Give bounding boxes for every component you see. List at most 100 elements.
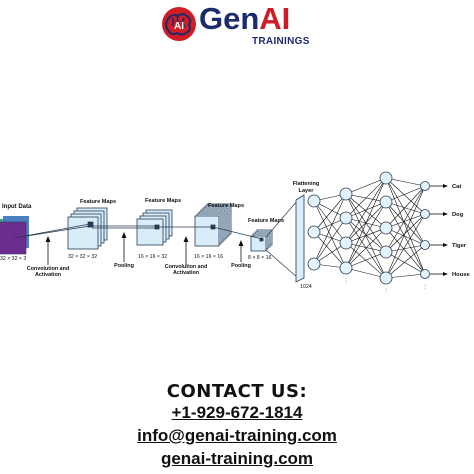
network-node xyxy=(420,209,430,219)
network-edge xyxy=(385,177,426,187)
network-node xyxy=(379,245,393,259)
network-node xyxy=(379,195,393,209)
fm3-label: Feature Maps xyxy=(208,203,244,209)
network-edge xyxy=(313,193,347,265)
network-node xyxy=(339,187,353,201)
network-edge xyxy=(313,193,347,233)
input-data-block xyxy=(0,216,29,255)
flattening-layer xyxy=(265,194,305,283)
brain-icon-text: AI xyxy=(174,21,184,32)
ellipsis-marker: ⋮ xyxy=(423,284,428,290)
output-label-house: House xyxy=(452,272,470,278)
conv2-caption-1: Convolution and xyxy=(165,264,208,270)
pool2-line xyxy=(212,226,263,240)
network-edge xyxy=(345,242,387,253)
output-arrowhead xyxy=(443,272,448,276)
network-edge xyxy=(385,201,426,246)
flatten-dims: 1024 xyxy=(300,284,312,290)
network-edge xyxy=(385,213,426,253)
network-node xyxy=(339,236,353,250)
brain-icon: AI xyxy=(162,7,196,41)
network-node xyxy=(420,269,430,279)
network-edge xyxy=(345,177,387,219)
network-edge xyxy=(385,201,426,215)
network-edge xyxy=(345,227,387,269)
network-edge xyxy=(385,213,426,229)
network-edge xyxy=(345,267,387,279)
network-edge xyxy=(385,213,426,279)
network-node xyxy=(307,257,321,271)
output-label-dog: Dog xyxy=(452,212,464,218)
fm4-dims: 8 × 8 × 16 xyxy=(248,255,271,261)
network-edge xyxy=(385,227,426,246)
logo-ai: AI xyxy=(259,1,291,36)
feature-maps-4 xyxy=(250,229,273,252)
contact-email-link[interactable]: info@genai-training.com xyxy=(137,426,337,445)
fm4-label: Feature Maps xyxy=(248,218,284,224)
network-node xyxy=(307,194,321,208)
network-edge xyxy=(345,177,387,244)
network-edge xyxy=(313,217,347,265)
feature-maps-2 xyxy=(136,209,173,246)
fm1-label: Feature Maps xyxy=(80,199,116,205)
logo-subtitle: TRAININGS xyxy=(252,36,310,47)
conv1-line-b xyxy=(13,225,91,239)
input-label: Input Data xyxy=(2,204,32,210)
network-node xyxy=(420,240,430,250)
network-edge xyxy=(385,227,426,275)
network-edge xyxy=(345,193,387,279)
output-label-cat: Cat xyxy=(452,184,461,190)
network-edge xyxy=(313,200,347,244)
contact-phone-link[interactable]: +1-929-672-1814 xyxy=(171,403,303,422)
feature-maps-3 xyxy=(194,203,232,247)
cnn-architecture-diagram: Input Data 32 × 32 × 3 Feature Maps 32 ×… xyxy=(0,171,470,294)
pool2-caption: Pooling xyxy=(231,263,251,269)
conv1-caption-2: Activation xyxy=(35,272,61,278)
network-edge xyxy=(385,177,426,215)
network-node xyxy=(339,261,353,275)
network-edge xyxy=(385,177,426,275)
network-edge xyxy=(313,231,347,269)
network-nodes xyxy=(307,171,430,285)
input-dims: 32 × 32 × 3 xyxy=(0,256,26,262)
fm2-label: Feature Maps xyxy=(145,198,181,204)
flatten-label-1: Flattening xyxy=(293,181,320,187)
logo-wordmark: GenAI xyxy=(199,2,290,36)
network-edge xyxy=(385,201,426,275)
network-node xyxy=(379,221,393,235)
network-node xyxy=(379,271,393,285)
contact-title: CONTACT US: xyxy=(166,381,308,402)
network-edge xyxy=(345,177,387,195)
network-edge xyxy=(385,244,426,253)
network-edge xyxy=(385,273,426,279)
output-label-tiger: Tiger xyxy=(452,243,467,249)
output-arrowhead xyxy=(443,212,448,216)
network-edge xyxy=(313,200,347,269)
output-arrowhead xyxy=(443,184,448,188)
ellipsis-marker: ⋮ xyxy=(384,288,389,294)
network-edge xyxy=(385,177,426,246)
network-node xyxy=(307,225,321,239)
network-edge xyxy=(345,201,387,269)
logo-gen: Gen xyxy=(199,1,260,36)
network-edge xyxy=(385,251,426,275)
network-edge xyxy=(345,177,387,269)
network-connections xyxy=(313,177,426,279)
contact-website-link[interactable]: genai-training.com xyxy=(160,449,314,468)
network-edge xyxy=(385,244,426,279)
flatten-label-2: Layer xyxy=(299,188,315,194)
ellipsis-marker: ⋮ xyxy=(344,278,349,284)
conv2-caption-2: Activation xyxy=(173,270,199,276)
network-edge xyxy=(385,185,426,229)
network-node xyxy=(339,211,353,225)
network-node xyxy=(379,171,393,185)
genai-logo: AI xyxy=(162,7,196,41)
feature-maps-1 xyxy=(67,207,108,250)
network-edge xyxy=(385,185,426,253)
network-node xyxy=(420,181,430,191)
conv1-caption-1: Convolution and xyxy=(27,266,70,272)
pool1-caption: Pooling xyxy=(114,263,134,269)
network-edge xyxy=(345,251,387,269)
network-edge xyxy=(345,242,387,279)
